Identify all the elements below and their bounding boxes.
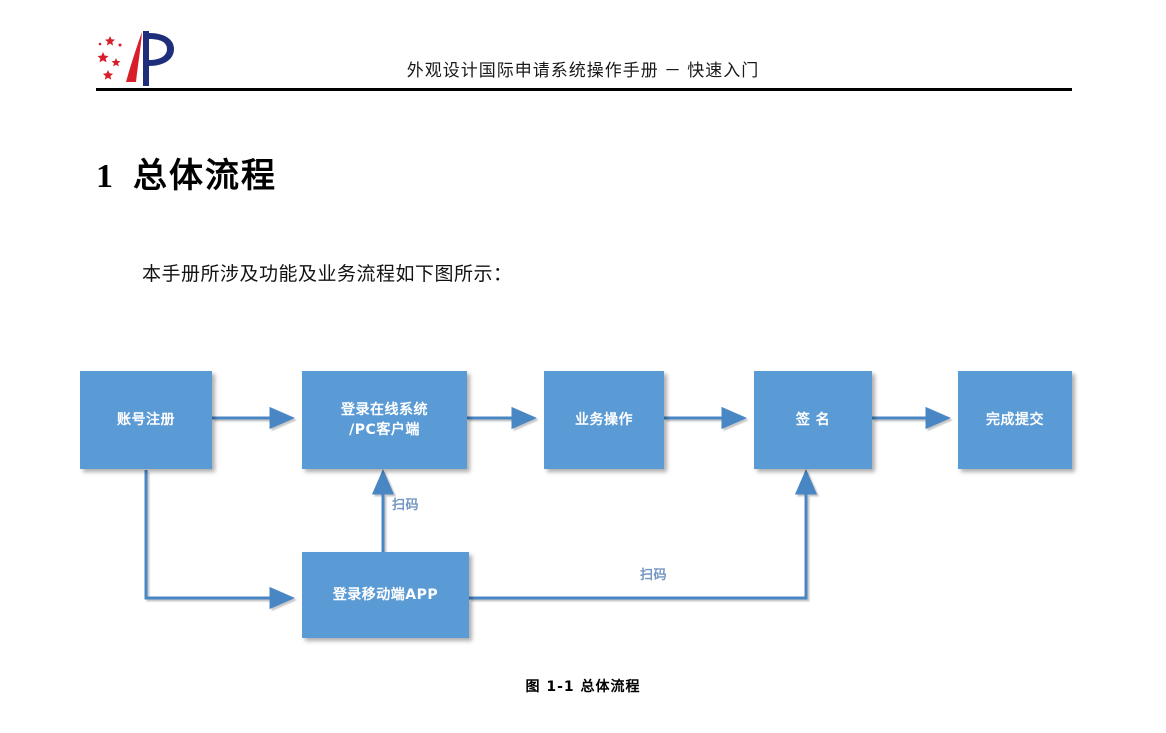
flow-node-account-register[interactable]: 账号注册 xyxy=(80,371,212,469)
header-divider xyxy=(96,88,1072,91)
flow-node-login-mobile-app[interactable]: 登录移动端APP xyxy=(302,552,469,638)
header-title: 外观设计国际申请系统操作手册 － 快速入门 xyxy=(406,61,760,80)
flowchart-figure: 账号注册 登录在线系统 /PC客户端 业务操作 签 名 完成提交 登录移动端AP… xyxy=(0,330,1166,660)
flow-node-complete-submit[interactable]: 完成提交 xyxy=(958,371,1072,469)
flow-node-login-online-system[interactable]: 登录在线系统 /PC客户端 xyxy=(302,371,467,469)
cnipa-logo xyxy=(96,30,184,88)
figure-caption: 图 1-1 总体流程 xyxy=(525,679,641,695)
flow-node-label: 业务操作 xyxy=(575,411,633,428)
section-number: 1 xyxy=(96,158,115,195)
flow-node-label: 账号注册 xyxy=(117,411,175,428)
flow-node-label-line2: /PC客户端 xyxy=(349,422,420,438)
body-paragraph: 本手册所涉及功能及业务流程如下图所示： xyxy=(142,264,513,285)
flow-node-label: 签 名 xyxy=(795,411,831,428)
flow-node-label: 完成提交 xyxy=(986,411,1044,428)
page-title: 1 总体流程 xyxy=(96,148,277,197)
flow-node-business-operation[interactable]: 业务操作 xyxy=(544,371,664,469)
page-header: 外观设计国际申请系统操作手册 － 快速入门 xyxy=(0,0,1166,96)
flowchart-connectors xyxy=(144,406,951,610)
edge-label-scan-code-horizontal: 扫码 xyxy=(640,568,668,583)
flow-node-label: 登录移动端APP xyxy=(332,586,439,603)
flow-node-label: 登录在线系统 xyxy=(341,401,428,418)
edge-label-scan-code-vertical: 扫码 xyxy=(392,498,420,513)
flow-node-signature[interactable]: 签 名 xyxy=(754,371,872,469)
section-title-text: 总体流程 xyxy=(133,158,277,195)
